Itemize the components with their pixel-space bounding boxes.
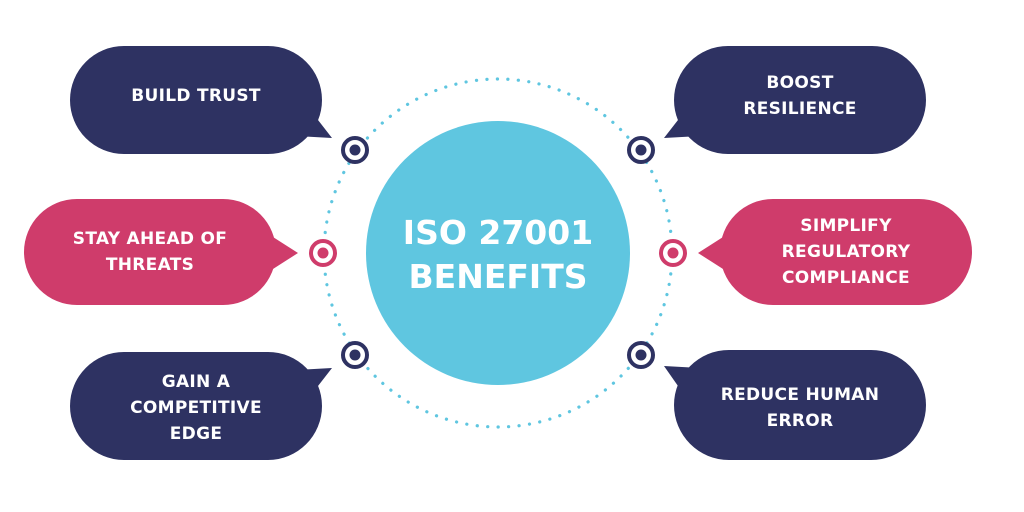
target-ring-icon — [309, 239, 337, 267]
benefit-label-line: BOOST — [766, 73, 834, 93]
bubble-reduce-error — [664, 350, 926, 460]
center-circle — [366, 121, 630, 385]
benefit-label-line: ERROR — [766, 411, 834, 431]
target-ring-icon — [627, 341, 655, 369]
target-ring-icon — [341, 341, 369, 369]
benefit-boost-resilience: BOOST RESILIENCE — [684, 42, 916, 150]
benefit-gain-edge: GAIN A COMPETITIVE EDGE — [80, 356, 312, 460]
bubble-gain-edge — [70, 352, 332, 460]
benefit-label-line: COMPLIANCE — [782, 268, 910, 288]
bubble-simplify-compliance — [698, 199, 972, 305]
benefit-label-line: GAIN A — [161, 372, 231, 392]
target-ring-icon — [627, 136, 655, 164]
benefit-label-line: SIMPLIFY — [800, 216, 892, 236]
benefit-label-line: REDUCE HUMAN — [720, 385, 880, 405]
benefit-label-line: COMPETITIVE — [130, 398, 262, 418]
bubble-boost-resilience — [664, 46, 926, 154]
benefit-label-line: BUILD TRUST — [131, 86, 261, 106]
center-title-line1: ISO 27001 — [402, 213, 594, 252]
center-title-line2: BENEFITS — [408, 257, 588, 296]
center-title: ISO 27001 BENEFITS — [366, 200, 630, 310]
bubble-stay-ahead — [24, 199, 298, 305]
benefit-build-trust: BUILD TRUST — [80, 46, 312, 146]
benefit-label-line: REGULATORY — [781, 242, 911, 262]
benefit-label-line: EDGE — [169, 424, 223, 444]
benefit-stay-ahead: STAY AHEAD OF THREATS — [30, 199, 270, 305]
benefit-label-line: STAY AHEAD OF — [72, 229, 228, 249]
target-ring-icon — [341, 136, 369, 164]
benefit-label-line: THREATS — [105, 255, 195, 275]
benefit-reduce-error: REDUCE HUMAN ERROR — [684, 356, 916, 460]
bubble-build-trust — [70, 46, 332, 154]
benefit-simplify-compliance: SIMPLIFY REGULATORY COMPLIANCE — [726, 199, 966, 305]
target-ring-icon — [659, 239, 687, 267]
benefit-label-line: RESILIENCE — [743, 99, 857, 119]
